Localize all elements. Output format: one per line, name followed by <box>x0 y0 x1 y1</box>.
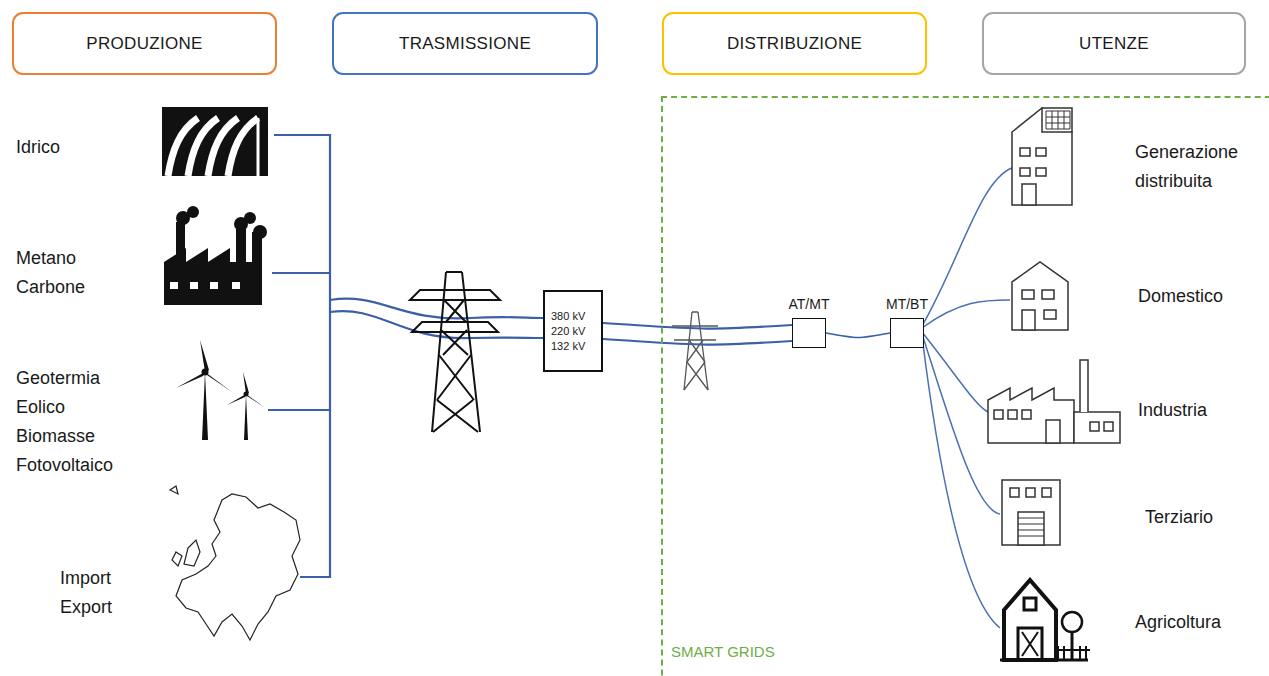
industry-icon <box>988 360 1120 443</box>
pylon-icon <box>410 272 500 432</box>
pylon-icon <box>672 312 718 390</box>
hydro-icon <box>162 110 268 176</box>
transformer-box <box>890 318 924 348</box>
caption-label: Generazione distribuita <box>1135 138 1261 196</box>
transformer-label: AT/MT <box>783 294 835 314</box>
wind-icon <box>176 340 264 440</box>
pv-house-icon <box>1012 108 1072 205</box>
voltage-levels: 380 kV 220 kV 132 kV <box>551 309 595 354</box>
bus-wires <box>268 135 543 577</box>
header-text: TRASMISSIONE <box>399 34 531 54</box>
header-text: PRODUZIONE <box>86 34 202 54</box>
farm-icon <box>1000 580 1090 660</box>
transformer-label: MT/BT <box>881 294 933 314</box>
line-path <box>603 323 792 329</box>
stage-header: UTENZE <box>982 12 1246 75</box>
header-text: UTENZE <box>1079 34 1149 54</box>
europe-map <box>170 486 300 640</box>
voltage-box: 380 kV 220 kV 132 kV <box>543 290 603 372</box>
transformer-node: AT/MT <box>783 294 835 348</box>
caption-label: Agricoltura <box>1135 608 1260 637</box>
stage-header: PRODUZIONE <box>12 12 277 75</box>
line-path <box>603 339 792 345</box>
transformer-box <box>792 318 826 348</box>
caption-label: Terziario <box>1145 503 1260 532</box>
stage-header: DISTRIBUZIONE <box>662 12 927 75</box>
region-title: SMART GRIDS <box>671 643 775 660</box>
factory-icon <box>164 206 267 305</box>
caption-label: Metano Carbone <box>16 244 106 302</box>
power-line <box>603 323 792 345</box>
transformer-node: MT/BT <box>881 294 933 348</box>
office-icon <box>1002 480 1060 545</box>
power-line <box>826 333 890 338</box>
caption-label: Geotermia Eolico Biomasse Fotovoltaico <box>16 364 128 480</box>
caption-label: Industria <box>1138 396 1258 425</box>
caption-label: Domestico <box>1138 282 1258 311</box>
caption-label: Import Export <box>60 564 136 622</box>
caption-label: Idrico <box>16 133 126 162</box>
line-path <box>826 333 890 338</box>
stage-header: TRASMISSIONE <box>332 12 598 75</box>
header-text: DISTRIBUZIONE <box>727 34 862 54</box>
house-icon <box>1012 262 1068 330</box>
